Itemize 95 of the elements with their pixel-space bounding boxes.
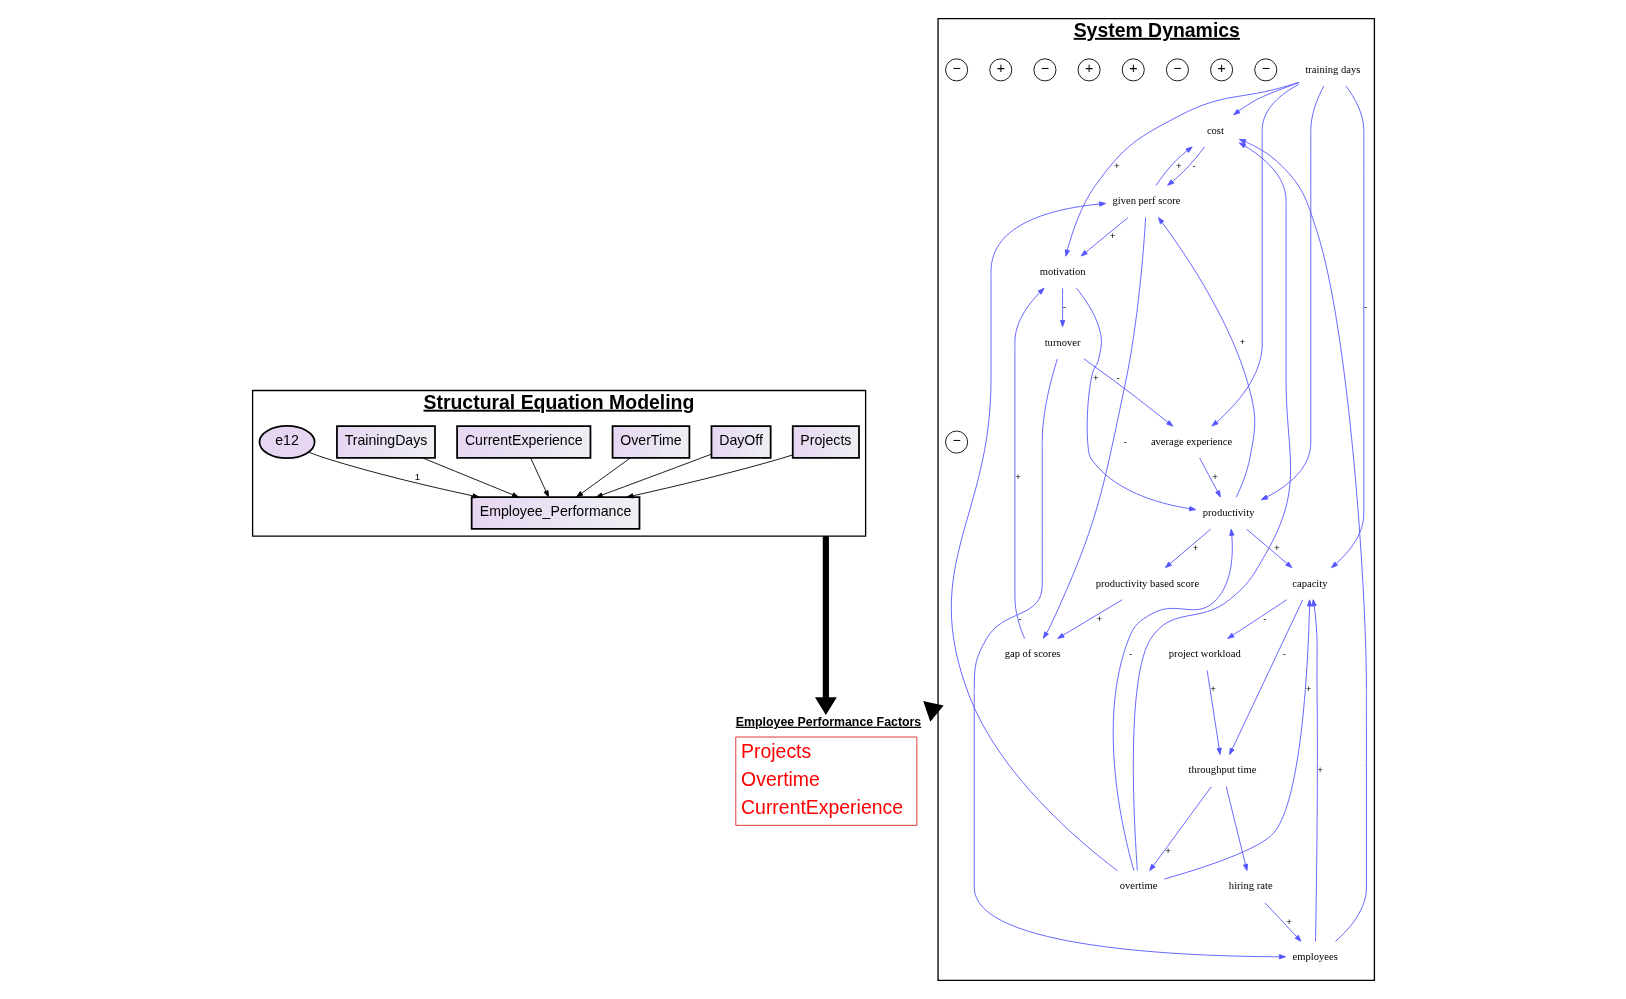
- node-text: hiring rate: [1228, 880, 1273, 892]
- arrow: [307, 451, 479, 499]
- arrow: [1163, 599, 1312, 880]
- edge-label: +: [1209, 683, 1216, 695]
- arrow: [1080, 217, 1128, 257]
- arrow: [1232, 82, 1299, 116]
- edge-label: -: [1128, 647, 1132, 659]
- arrow: [950, 201, 1118, 872]
- node-text: project workload: [1168, 648, 1241, 660]
- arrow: [1157, 217, 1255, 498]
- arrow: [1064, 81, 1299, 257]
- edge-label: -: [1282, 647, 1286, 659]
- label: −: [1040, 60, 1049, 77]
- arrow: [1228, 599, 1303, 756]
- node-text: gap of scores: [1004, 648, 1060, 660]
- arrow: [1164, 528, 1211, 569]
- arrow: [1226, 599, 1287, 639]
- edge-label: +: [1175, 159, 1182, 171]
- label: −: [1261, 60, 1270, 77]
- label: −: [951, 432, 961, 449]
- label: +: [1216, 60, 1226, 77]
- node-box: TrainingDays: [335, 425, 436, 459]
- edge-label: +: [1192, 541, 1198, 553]
- edge-label: -: [1192, 159, 1196, 171]
- arrow: [1245, 528, 1292, 569]
- arrow: [1059, 287, 1065, 328]
- node-text: capacity: [1291, 577, 1328, 589]
- node-box: Employee_Performance: [470, 496, 640, 530]
- edge-label: +: [1109, 230, 1115, 242]
- edge-label: -: [1018, 612, 1022, 624]
- node-box: CurrentExperience: [455, 425, 591, 459]
- arrow: [1013, 287, 1044, 639]
- arrow: [1148, 786, 1212, 872]
- arrow: [1112, 528, 1234, 872]
- arrow: [1211, 83, 1299, 427]
- label: +: [996, 60, 1005, 77]
- arrow: [1075, 287, 1196, 512]
- node-ellipse: e12: [258, 425, 315, 460]
- arrow: [1132, 142, 1291, 871]
- edge-label: +: [1164, 844, 1171, 856]
- node-label: Employee Performance Factors: [735, 714, 921, 729]
- node-text: motivation: [1039, 265, 1086, 277]
- node-text: productivity based score: [1095, 577, 1199, 589]
- arrow: [1311, 599, 1318, 942]
- node-text: employees: [1292, 951, 1338, 963]
- edge-label: -: [1062, 300, 1066, 312]
- arrow: [1260, 85, 1324, 501]
- edge-label: -: [1262, 612, 1266, 624]
- edge-label: +: [1113, 159, 1120, 171]
- node-text: average experience: [1150, 435, 1232, 447]
- node-text: throughput time: [1188, 764, 1256, 776]
- edge-label: +: [1211, 471, 1218, 483]
- edge-label: +: [1316, 764, 1323, 776]
- edge-label: +: [1273, 541, 1280, 553]
- label: −: [951, 60, 961, 77]
- arrow: [529, 457, 549, 498]
- node-text: training days: [1304, 63, 1360, 75]
- arrow: [1206, 670, 1222, 755]
- label: +: [1128, 60, 1137, 77]
- arrow: [1330, 85, 1364, 569]
- arrow: [1166, 146, 1205, 186]
- edge-label: +: [1305, 683, 1311, 695]
- node-text: productivity: [1202, 506, 1255, 518]
- edge-label: +: [1014, 471, 1021, 483]
- arrow: [1238, 138, 1367, 942]
- arrow: [1083, 358, 1173, 427]
- arrow: [973, 358, 1286, 960]
- arrow: [1155, 146, 1193, 186]
- node-box: Projects: [791, 425, 860, 459]
- arrow: [1225, 786, 1248, 872]
- arrow: [575, 457, 631, 498]
- arrow: [1264, 902, 1301, 942]
- edge-label: -: [1363, 300, 1367, 312]
- edge-label: +: [1285, 915, 1292, 927]
- edge-label: 1: [414, 471, 420, 483]
- arrow: [1198, 457, 1221, 498]
- arrow: [421, 457, 519, 498]
- edge-label: -: [1116, 371, 1120, 383]
- node-text: overtime: [1119, 880, 1157, 892]
- edge-label: +: [1095, 612, 1102, 624]
- arrow: [1056, 599, 1123, 639]
- label: −: [1172, 60, 1182, 77]
- node-box: DayOff: [710, 425, 772, 459]
- node-text: given perf score: [1111, 195, 1181, 207]
- arrow: [625, 454, 793, 499]
- arrow: [1042, 217, 1146, 639]
- edge-label: +: [1092, 371, 1099, 383]
- edge-label: -: [1123, 435, 1127, 447]
- node-text: turnover: [1044, 336, 1081, 348]
- node-box: Projects Overtime CurrentExperience: [734, 736, 917, 826]
- label: +: [1084, 60, 1093, 77]
- arrow: [595, 453, 712, 498]
- edge-label: +: [1239, 336, 1245, 348]
- node-text: cost: [1206, 124, 1224, 136]
- node-box: OverTime: [611, 425, 690, 459]
